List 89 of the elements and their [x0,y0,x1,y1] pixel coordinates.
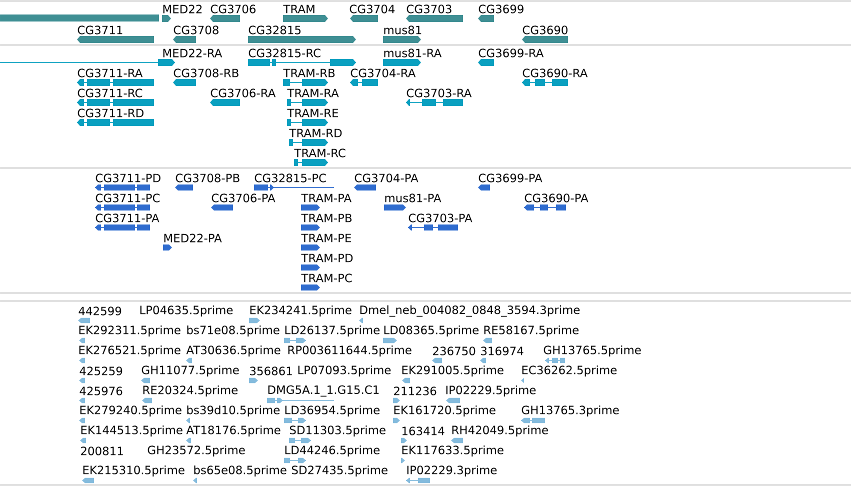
feature-label: mus81-PA [385,194,442,202]
feature-label: TRAM-PC [301,274,352,282]
feature-label: CG3708 [174,26,218,34]
feature-label: CG3690-PA [524,194,588,202]
feature-label: 425259 [80,366,122,376]
feature-label: 356861 [250,366,292,376]
feature-label: EC36262.5prime [522,365,617,377]
feature-label: DMG5A.1_1.G15.C1 [268,385,379,397]
feature-label: GH13765.5prime [544,345,641,357]
feature-label: CG3704 [350,4,395,14]
feature-label: TRAM-RE [287,108,338,118]
feature-label: EK144513.5prime [81,425,182,437]
feature-label: 163414 [402,426,444,436]
feature-label: GH11077.5prime [142,365,239,377]
feature-label: RH42049.5prime [452,425,548,437]
feature-label: EK117633.5prime [402,445,504,457]
feature-label: TRAM-RD [289,128,342,138]
feature-label: RP003611644.5prime [288,345,412,357]
feature-label: CG32815 [248,26,300,34]
feature-label: LD08365.5prime [384,325,479,337]
feature-label: CG3703-PA [408,214,472,222]
feature-label: RE20324.5prime [143,385,238,397]
feature-label: CG32815-RC [248,48,320,58]
feature-label: TRAM-RB [283,68,335,78]
feature-label: MED22-PA [164,234,222,242]
feature-label: TRAM-PD [301,254,353,262]
feature-label: bs71e08.5prime [187,325,280,337]
feature-label: CG3711-PA [96,214,160,222]
feature-label: EK161720.5prime [394,405,496,417]
feature-label: LP04635.5prime [140,305,233,317]
feature-label: mus81-RA [384,48,442,58]
feature-label: LD44246.5prime [285,445,380,457]
feature-label: TRAM-PE [301,234,351,242]
feature-label: SD27435.5prime [292,465,388,477]
feature-label: 211236 [394,386,436,396]
feature-label: LP07093.5prime [298,365,391,377]
feature-label: mus81 [384,26,422,34]
feature-label: 425976 [80,386,122,396]
feature-label: EK215310.5prime [83,465,184,477]
feature-label: IP02229.3prime [407,465,497,477]
feature-label: CG3699-RA [478,48,544,58]
feature-label: CG3690 [522,26,568,34]
feature-label: 316974 [481,346,524,356]
feature-label: CG3699-PA [478,174,542,182]
feature-label: EK292311.5prime [79,325,180,337]
feature-label: TRAM [283,4,314,14]
feature-label: RE58167.5prime [484,325,579,337]
feature-label: bs39d10.5prime [187,405,280,417]
feature-label: CG3708-RB [174,68,238,78]
feature-label: CG3711-PD [96,174,160,182]
feature-label: AT30636.5prime [186,345,280,357]
feature-label: TRAM-PB [301,214,352,222]
feature-label: TRAM-RA [287,88,339,98]
feature-label: CG3690-RA [522,68,588,78]
feature-label: CG3703 [406,4,452,14]
feature-label: CG32815-PC [254,174,326,182]
feature-label: AT18176.5prime [186,425,280,437]
feature-label: 442599 [78,306,122,316]
feature-label: CG3706 [210,4,256,14]
feature-label: MED22-RA [163,48,222,58]
feature-label: CG3699 [478,4,524,14]
feature-label: LD26137.5prime [285,325,380,337]
feature-label: GH23572.5prime [148,445,245,457]
feature-label: Dmel_neb_004082_0848_3594.3prime [360,305,580,317]
feature-label: 236750 [433,346,476,356]
feature-label: bs65e08.5prime [194,465,286,477]
feature-label: CG3711-PC [96,194,160,202]
feature-label: LD36954.5prime [285,405,380,417]
feature-label: CG3711 [78,26,122,34]
feature-label: CG3711-RC [78,88,142,98]
feature-label: TRAM-RC [294,148,346,158]
feature-label: MED22 [163,4,202,14]
feature-label: EK234241.5prime [250,305,352,317]
feature-label: IP02229.5prime [446,385,536,397]
feature-label: TRAM-PA [301,194,352,202]
feature-label: CG3704-RA [350,68,416,78]
feature-label: CG3711-RA [78,68,143,78]
feature-label: CG3711-RD [78,108,144,118]
feature-label: CG3708-PB [176,174,240,182]
feature-label: CG3706-RA [210,88,276,98]
feature-label: EK279240.5prime [80,405,182,417]
feature-label: GH13765.3prime [522,405,619,417]
feature-label: CG3703-RA [406,88,472,98]
feature-label: EK276521.5prime [79,345,180,357]
feature-label: EK291005.5prime [402,365,504,377]
feature-label: CG3704-PA [354,174,418,182]
feature-label: CG3706-PA [212,194,276,202]
feature-label: SD11303.5prime [290,425,386,437]
feature-label: 200811 [81,446,123,456]
